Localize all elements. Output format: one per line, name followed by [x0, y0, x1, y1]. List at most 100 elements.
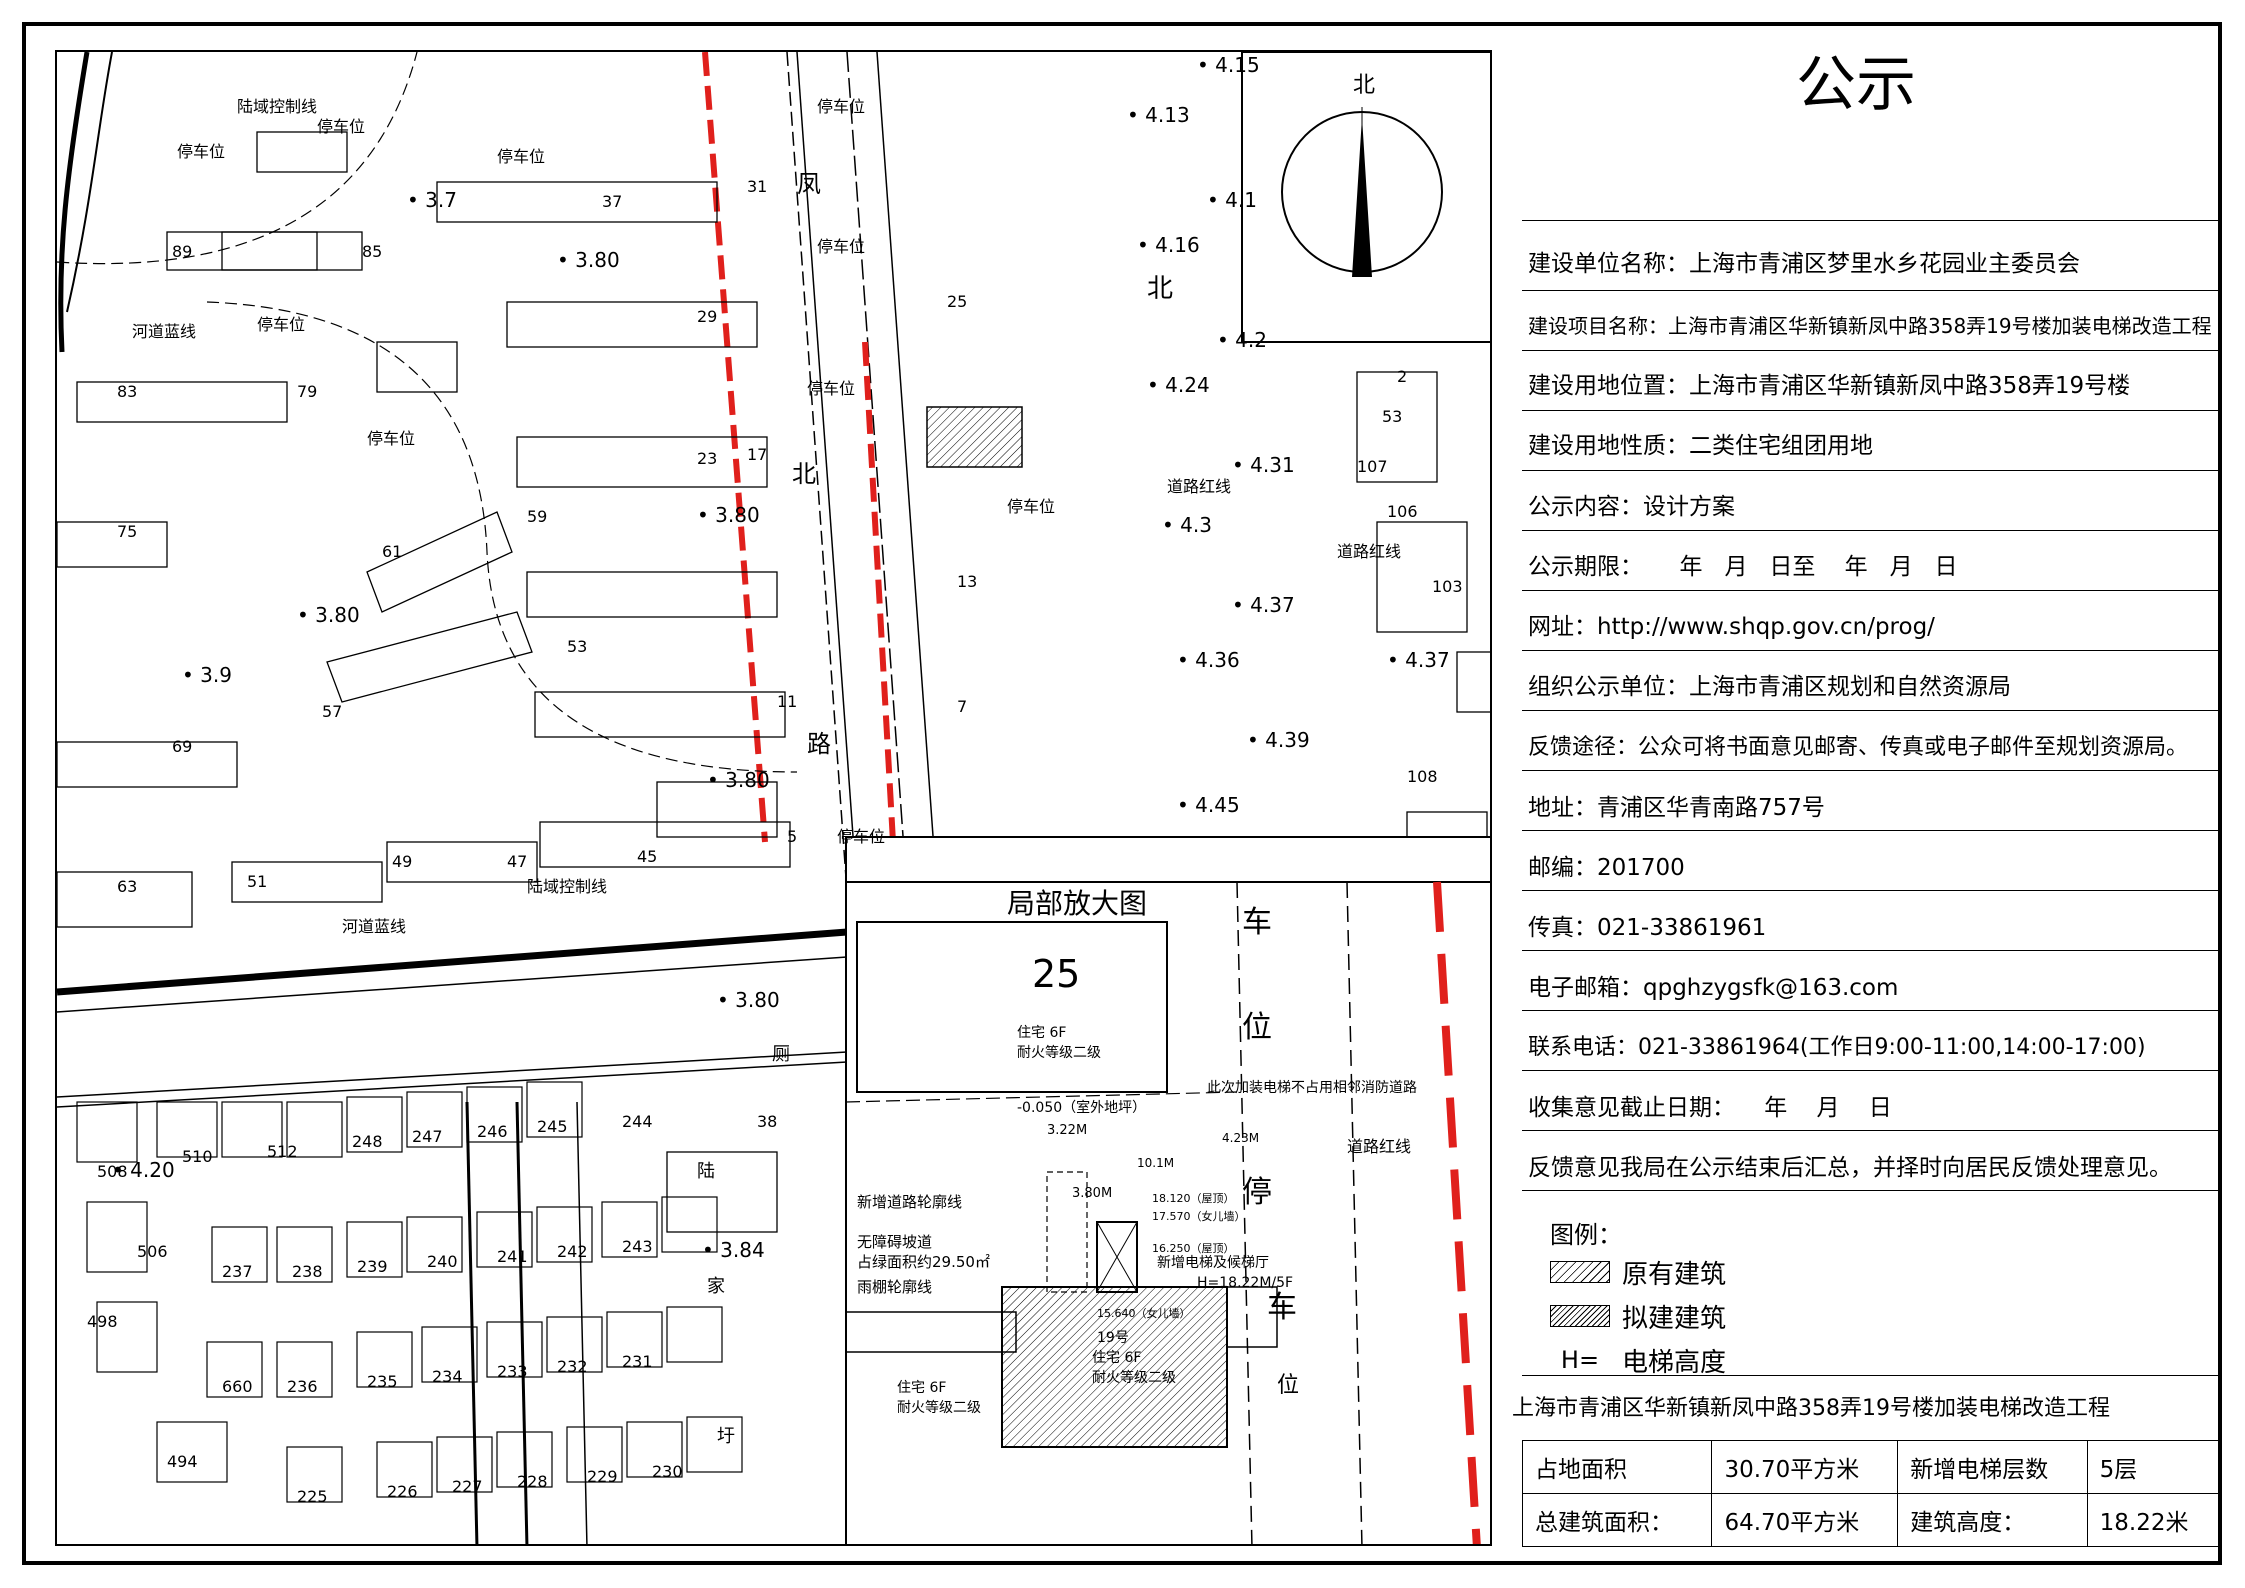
inset-note: 此次加装电梯不占用相邻消防道路 — [1207, 1080, 1417, 1096]
road-red-line-west — [702, 52, 768, 843]
field-location: 建设用地位置：上海市青浦区华新镇新凤中路358弄19号楼 — [1528, 373, 2131, 399]
river-blue-label: 河道蓝线 — [342, 917, 406, 936]
legend-existing-label: 原有建筑 — [1622, 1259, 1727, 1290]
building-number: 231 — [622, 1352, 653, 1371]
building-number: 79 — [297, 382, 317, 401]
north-label: 北 — [1353, 73, 1375, 98]
road-name-char: 北 — [792, 460, 816, 488]
building-number: 107 — [1357, 457, 1388, 476]
building-number: 226 — [387, 1482, 418, 1501]
page-title: 公示 — [1796, 50, 1916, 120]
floors-label: 新增电梯层数 — [1897, 1440, 2088, 1494]
elevation-point: • 3.7 — [407, 188, 457, 212]
building-number: 106 — [1387, 502, 1418, 521]
inset-dimension: 10.1M — [1137, 1156, 1174, 1170]
legend-h-label: 电梯高度 — [1622, 1347, 1727, 1378]
inset-dimension: 3.80M — [1072, 1186, 1112, 1201]
parking-label: 停车位 — [367, 429, 415, 448]
field-feedback: 反馈途径：公众可将书面意见邮寄、传真或电子邮件至规划资源局。 — [1528, 735, 2189, 760]
building-number: 510 — [182, 1147, 213, 1166]
building-number: 17 — [747, 445, 767, 464]
building-number: 247 — [412, 1127, 443, 1146]
building-number: 49 — [392, 852, 412, 871]
inset-building-19 — [1001, 1286, 1228, 1448]
legend-h-symbol: H= — [1560, 1346, 1600, 1374]
existing-buildings — [57, 131, 1490, 1233]
inset-note: -0.050（室外地坪） — [1017, 1099, 1146, 1116]
river-blue-label: 河道蓝线 — [132, 322, 196, 341]
elevation-point: • 4.16 — [1137, 233, 1200, 257]
field-content: 公示内容：设计方案 — [1528, 494, 1735, 520]
inset-road-red-line — [1433, 881, 1481, 1544]
river-edge — [58, 52, 90, 353]
lujia-label: 陆 — [697, 1161, 715, 1182]
building-number: 63 — [117, 877, 137, 896]
inset-note: 19号 — [1097, 1330, 1129, 1346]
inset-parking-char: 位 — [1277, 1373, 1299, 1398]
field-period: 公示期限： 年 月 日至 年 月 日 — [1528, 554, 1958, 580]
building-number: 240 — [427, 1252, 458, 1271]
building-number: 53 — [1382, 407, 1402, 426]
inset-dimension: 3.22M — [1047, 1123, 1087, 1138]
elevation-point: • 3.80 — [707, 768, 770, 792]
building-number: 239 — [357, 1257, 388, 1276]
legend-title: 图例： — [1550, 1221, 1622, 1249]
inset-note: 新增道路轮廓线 — [857, 1193, 962, 1211]
road-name-char: 路 — [807, 730, 831, 758]
parking-label: 停车位 — [317, 117, 365, 136]
elevation-point: • 4.24 — [1147, 373, 1210, 397]
parking-label: 停车位 — [1007, 497, 1055, 516]
building-number: 57 — [322, 702, 342, 721]
building-number: 37 — [602, 192, 622, 211]
elevation-point: • 4.1 — [1207, 188, 1257, 212]
existing-building-swatch — [1550, 1261, 1610, 1283]
building-number: 508 — [97, 1162, 128, 1181]
toilet-label: 厕 — [772, 1044, 790, 1065]
inset-title: 局部放大图 — [1007, 887, 1148, 920]
road-name-char: 凤 — [797, 170, 821, 198]
building-number: 228 — [517, 1472, 548, 1491]
height-label: 建筑高度： — [1897, 1493, 2088, 1547]
inset-parking-char: 车 — [1267, 1290, 1297, 1325]
elevation-point: • 4.37 — [1387, 648, 1450, 672]
lujia-label: 家 — [707, 1276, 725, 1297]
elevation-point: • 3.80 — [697, 503, 760, 527]
building-number: 230 — [652, 1462, 683, 1481]
building-number: 83 — [117, 382, 137, 401]
field-address: 地址：青浦区华青南路757号 — [1528, 795, 1825, 821]
parking-label: 停车位 — [837, 827, 885, 846]
elevation-point: • 3.9 — [182, 663, 232, 687]
parking-label: 停车位 — [497, 147, 545, 166]
field-nature: 建设用地性质：二类住宅组团用地 — [1528, 433, 1873, 459]
parking-label: 停车位 — [177, 142, 225, 161]
field-phone: 联系电话：021-33861964(工作日9:00-11:00,14:00-17… — [1528, 1035, 2146, 1060]
field-email[interactable]: 电子邮箱：qpghzygsfk@163.com — [1528, 975, 1899, 1001]
floors-value: 5层 — [2086, 1440, 2221, 1494]
road-red-label: 道路红线 — [1167, 477, 1231, 496]
land-control-label: 陆域控制线 — [527, 877, 607, 896]
inset-elevation: 17.570（女儿墙） — [1152, 1209, 1246, 1223]
project-title: 上海市青浦区华新镇新凤中路358弄19号楼加装电梯改造工程 — [1512, 1396, 2110, 1421]
inset-building-number: 25 — [1032, 952, 1080, 996]
building-number: 494 — [167, 1452, 198, 1471]
proposed-building-swatch — [1550, 1305, 1610, 1327]
building-number: 237 — [222, 1262, 253, 1281]
elevation-point: • 3.80 — [297, 603, 360, 627]
field-website[interactable]: 网址：http://www.shqp.gov.cn/prog/ — [1528, 614, 1935, 640]
field-postcode: 邮编：201700 — [1528, 855, 1685, 881]
legend: 图例： 原有建筑 拟建建筑 H= 电梯高度 — [1550, 1215, 1726, 1382]
legend-proposed: 拟建建筑 — [1550, 1294, 1726, 1338]
parking-label: 停车位 — [817, 97, 865, 116]
elevation-point: • 4.13 — [1127, 103, 1190, 127]
inset-note: 住宅 6F — [897, 1380, 946, 1396]
building-number: 229 — [587, 1467, 618, 1486]
field-deadline: 收集意见截止日期： 年 月 日 — [1528, 1095, 1892, 1121]
site-building-19 — [926, 406, 1023, 468]
field-project: 建设项目名称：上海市青浦区华新镇新凤中路358弄19号楼加装电梯改造工程 — [1528, 314, 2212, 338]
legend-height: H= 电梯高度 — [1550, 1338, 1726, 1382]
lujia-label: 圩 — [717, 1426, 735, 1447]
elevation-point: • 4.31 — [1232, 453, 1295, 477]
building-number: 506 — [137, 1242, 168, 1261]
elevation-point: • 3.80 — [557, 248, 620, 272]
road-red-line-east — [862, 341, 896, 843]
